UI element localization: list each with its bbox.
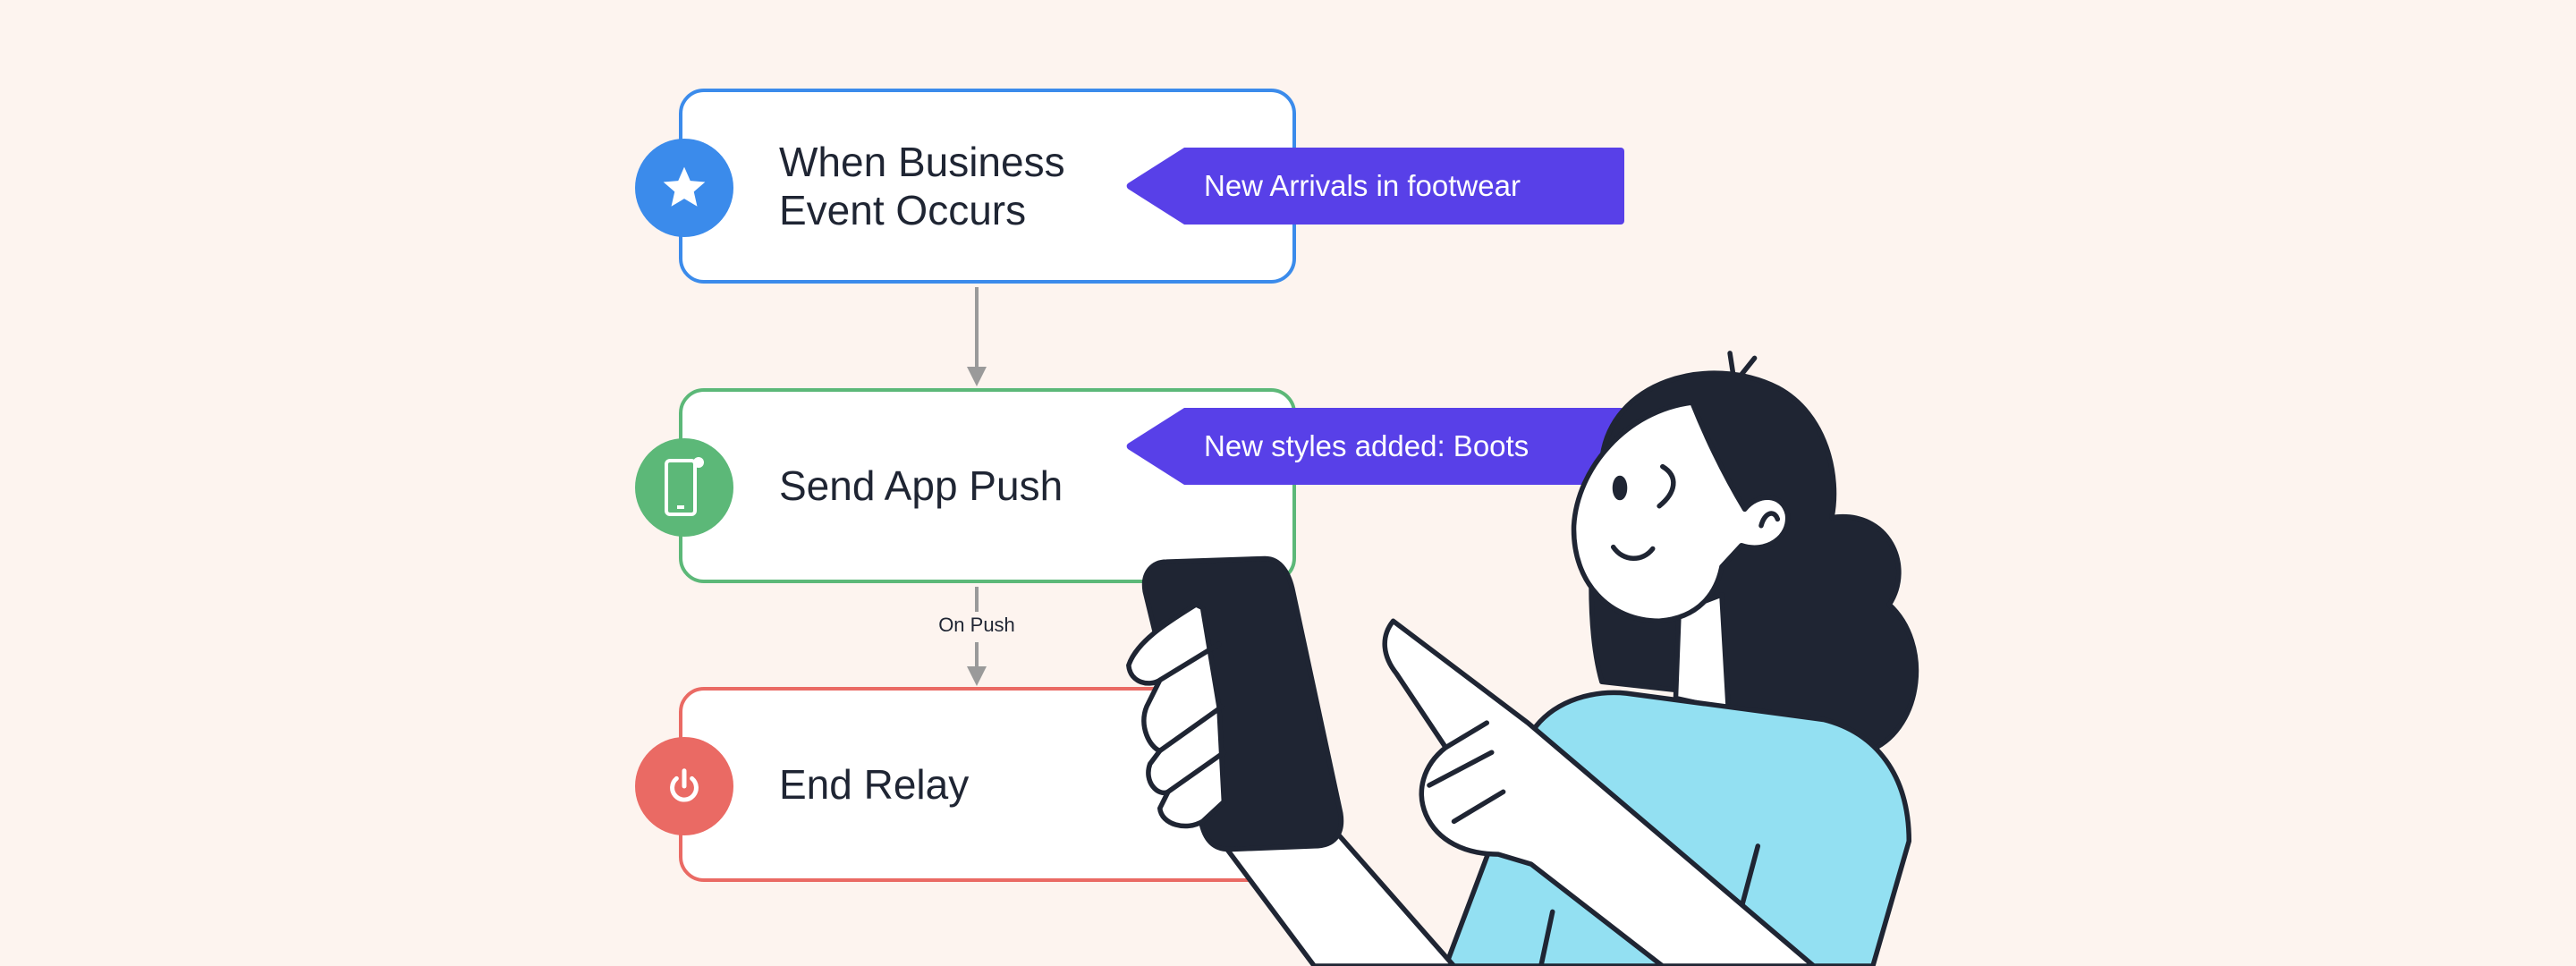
flow-node-end-relay[interactable]: End Relay <box>635 687 1296 882</box>
shirt <box>1443 690 1912 966</box>
arrow-down-icon <box>967 666 987 686</box>
flow-node-send-app-push[interactable]: Send App Push <box>635 388 1296 583</box>
ear-detail <box>1758 511 1781 529</box>
eyebrow <box>1657 463 1676 509</box>
pointing-arm <box>1382 618 1817 966</box>
connector-line <box>975 642 979 667</box>
event-tag-new-arrivals: New Arrivals in footwear <box>1125 148 1624 225</box>
power-icon <box>635 737 733 835</box>
mobile-phone-icon <box>635 438 733 537</box>
node-label: End Relay <box>779 761 970 808</box>
shirt-fold <box>1538 843 1761 966</box>
hair <box>1589 370 1919 752</box>
event-tag-new-styles: New styles added: Boots <box>1125 408 1624 485</box>
node-label: When Business Event Occurs <box>779 139 1065 233</box>
tag-text: New styles added: Boots <box>1204 429 1530 462</box>
hair-tuft <box>1727 351 1758 377</box>
connector-line <box>975 287 979 368</box>
star-icon <box>635 139 733 237</box>
pointing-finger-lines <box>1427 720 1506 825</box>
node-label: Send App Push <box>779 462 1063 509</box>
smile <box>1610 544 1656 562</box>
edge-label-on-push: On Push <box>938 614 1015 636</box>
tag-text: New Arrivals in footwear <box>1204 169 1521 202</box>
connector-line <box>975 587 979 612</box>
arrow-down-icon <box>967 367 987 386</box>
neck <box>1673 592 1731 713</box>
